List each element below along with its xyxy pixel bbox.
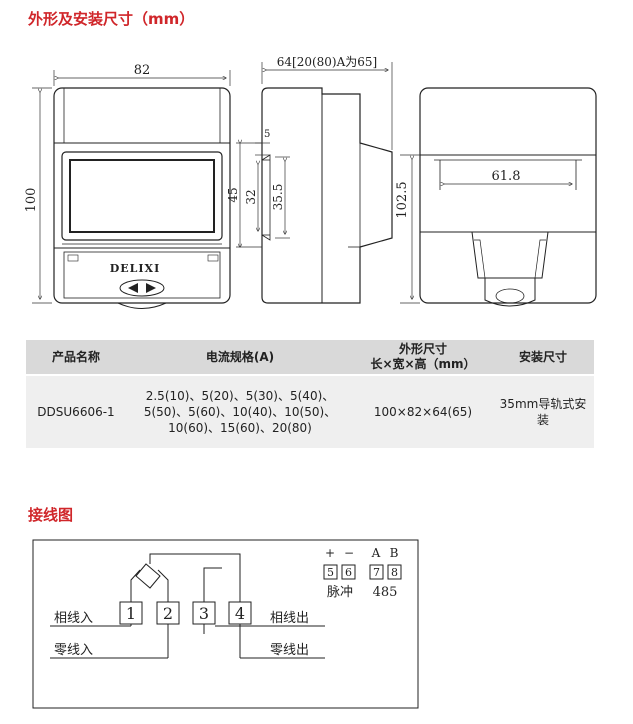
lcd-window (69, 159, 215, 233)
pulse-plus-label: + (325, 546, 335, 560)
front-body-outline (53, 87, 231, 304)
side-body-outline (261, 87, 393, 304)
wiring-section-title: 接线图 (28, 506, 74, 524)
side-view (261, 87, 393, 304)
phase-out-label: 相线出 (270, 611, 309, 626)
phase-in-label: 相线入 (54, 611, 93, 626)
current-line-1: 2.5(10)、5(20)、5(30)、5(40)、 (145, 389, 335, 403)
current-line-3: 10(60)、15(60)、20(80) (168, 421, 312, 435)
terminal-8 (387, 564, 402, 580)
terminal-6 (341, 564, 356, 580)
neutral-in-label: 零线入 (54, 643, 93, 658)
dim-side-32: 32 (244, 189, 258, 204)
front-view (53, 87, 231, 309)
rs485-label: 485 (373, 585, 398, 600)
header-install-size: 安装尺寸 (492, 340, 594, 375)
dim-side-45: 45 (226, 187, 240, 202)
terminal-3-label: 3 (199, 604, 209, 623)
wiring-frame (32, 539, 419, 709)
dim-front-height: 100 (24, 188, 39, 213)
header-product-name: 产品名称 (26, 340, 126, 375)
cell-current-spec: 2.5(10)、5(20)、5(30)、5(40)、 5(50)、5(60)、1… (126, 374, 354, 448)
dim-front-width: 82 (134, 63, 151, 78)
terminal-1-label: 1 (126, 604, 136, 623)
terminal-5 (323, 564, 338, 580)
terminal-8-label: 8 (391, 566, 398, 579)
dim-side-depth: 64[20(80)A为65] (277, 55, 377, 69)
spec-table: 产品名称 电流规格(A) 外形尺寸 长×宽×高（mm） 安装尺寸 DDSU660… (26, 340, 594, 448)
terminal-7-label: 7 (373, 566, 380, 579)
neutral-out-label: 零线出 (270, 643, 309, 658)
header-current-spec: 电流规格(A) (126, 340, 354, 375)
wiring-diagram: 1 2 3 4 5 6 7 8 + − A B 脉冲 485 相线入 零线入 相… (32, 539, 419, 709)
terminal-2-label: 2 (163, 604, 173, 623)
pulse-label: 脉冲 (327, 585, 353, 600)
header-outer-size-title: 外形尺寸 (398, 342, 447, 356)
terminal-7 (369, 564, 384, 580)
cell-install-size: 35mm导轨式安装 (492, 374, 594, 448)
rs485-b-label: B (390, 546, 399, 560)
pulse-minus-label: − (344, 546, 354, 560)
dimension-drawings: DELIXI 82 100 64[2 (24, 55, 597, 309)
dim-side-35-5: 35.5 (271, 184, 285, 211)
terminal-5-label: 5 (327, 566, 334, 579)
dim-back-width: 61.8 (492, 169, 521, 184)
header-outer-size: 外形尺寸 长×宽×高（mm） (354, 340, 492, 375)
front-logo: DELIXI (110, 262, 160, 275)
dimensions-section-title: 外形及安装尺寸（mm） (28, 10, 195, 28)
back-view (419, 87, 597, 307)
cell-product-name: DDSU6606-1 (26, 374, 126, 448)
rs485-a-label: A (371, 546, 381, 560)
current-line-2: 5(50)、5(60)、10(40)、10(50)、 (143, 405, 337, 419)
terminal-6-label: 6 (345, 566, 352, 579)
table-row: DDSU6606-1 2.5(10)、5(20)、5(30)、5(40)、 5(… (26, 374, 594, 448)
dim-back-height: 102.5 (395, 181, 410, 218)
cell-outer-size: 100×82×64(65) (354, 374, 492, 448)
back-body-outline (419, 87, 597, 304)
table-header-row: 产品名称 电流规格(A) 外形尺寸 长×宽×高（mm） 安装尺寸 (26, 340, 594, 375)
header-outer-size-unit: 长×宽×高（mm） (370, 357, 476, 371)
terminal-4-label: 4 (235, 604, 245, 623)
dim-side-5: 5 (264, 129, 270, 140)
